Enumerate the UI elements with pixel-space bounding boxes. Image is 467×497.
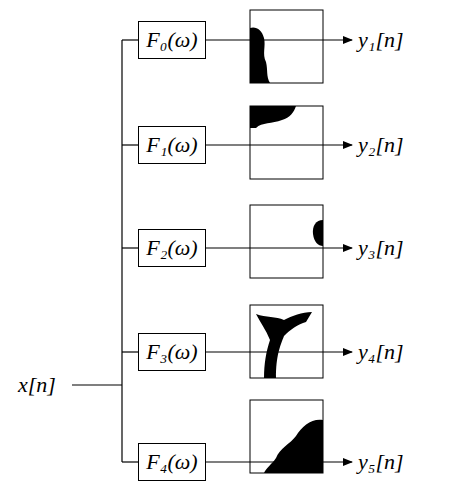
output-signal: y₃[n] — [358, 237, 404, 259]
filter-box: F₀(ω) — [138, 21, 206, 59]
output-arrow — [206, 40, 352, 462]
filter-box: F₁(ω) — [138, 126, 206, 164]
filter-box: F₄(ω) — [138, 443, 206, 481]
filter-name: F₀(ω) — [146, 29, 197, 51]
input-bus — [72, 40, 138, 462]
filter-box: F₃(ω) — [138, 333, 206, 371]
filter-name: F₁(ω) — [146, 134, 197, 156]
response-thumbnail — [250, 305, 323, 378]
output-signal: y₅[n] — [358, 451, 404, 473]
input-signal: x[n] — [18, 374, 56, 396]
filter-name: F₃(ω) — [146, 341, 197, 363]
output-signal: y₂[n] — [358, 134, 404, 156]
response-thumbnail — [250, 205, 323, 278]
response-thumbnail — [250, 106, 323, 179]
response-thumbnail — [250, 10, 323, 83]
filter-name: F₄(ω) — [146, 451, 197, 473]
output-signal: y₄[n] — [358, 341, 404, 363]
filter-box: F₂(ω) — [138, 229, 206, 267]
filter-name: F₂(ω) — [146, 237, 197, 259]
output-signal: y₁[n] — [358, 29, 404, 51]
